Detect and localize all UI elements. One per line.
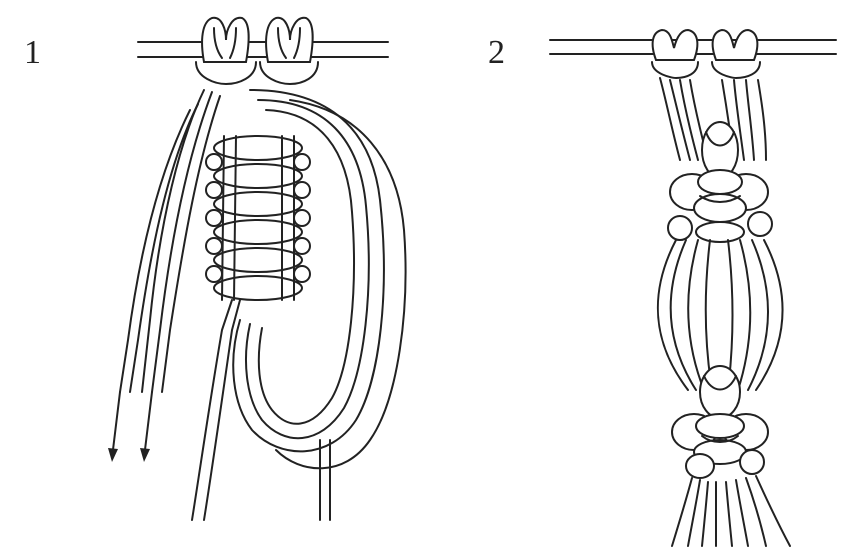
larks-head-knot-left (195, 16, 257, 85)
step-2-illustration (549, 28, 837, 547)
cords-lower (671, 475, 791, 547)
larks-head-knots-2 (651, 28, 761, 79)
larks-head-knot-right (259, 16, 319, 85)
step-1-illustration (108, 16, 407, 521)
pull-direction-arrows (108, 391, 153, 462)
step-2-label: 2 (488, 34, 505, 71)
step-1-label: 1 (24, 34, 41, 71)
dowel-rod-1 (137, 41, 389, 58)
square-knot-upper (667, 121, 773, 243)
center-cords (191, 299, 331, 521)
square-knot-lower (671, 365, 769, 479)
wrap-coil-sennit (205, 135, 311, 301)
working-cords-left (119, 89, 221, 393)
